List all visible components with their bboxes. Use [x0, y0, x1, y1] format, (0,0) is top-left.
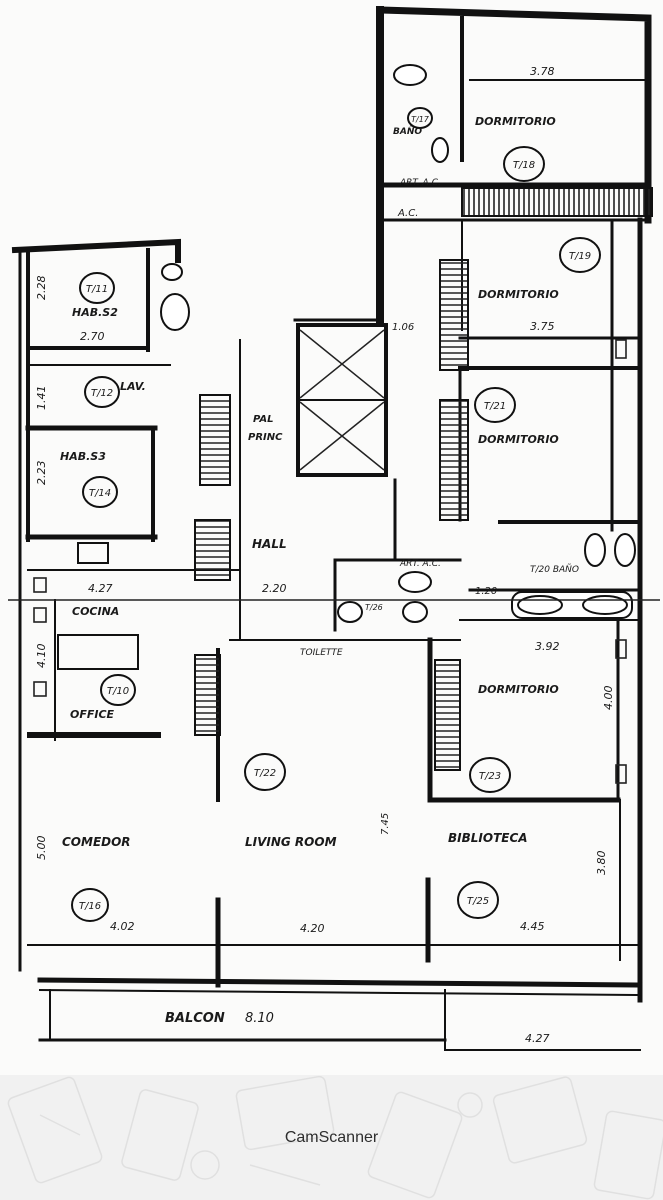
- footer-pattern: [7, 1075, 663, 1200]
- dimension: 2.20: [262, 582, 287, 595]
- walls: [11, 6, 652, 1051]
- room-name: COCINA: [72, 605, 119, 618]
- room-id: T/16: [79, 901, 101, 912]
- room-labels: T/11 HAB.S2 T/12 LAV. T/14 HAB.S3 COCINA…: [60, 107, 601, 1026]
- dimension: 4.27: [525, 1032, 550, 1045]
- room-id: T/12: [91, 388, 113, 399]
- room-name: COMEDOR: [62, 835, 131, 849]
- annotation: T/26: [365, 603, 383, 612]
- brand-label: CamScanner: [284, 1129, 379, 1146]
- dimension: 1.20: [475, 586, 497, 597]
- window-marks: [8, 339, 660, 784]
- dimension: 4.45: [520, 920, 545, 933]
- dimension: 1.06: [392, 322, 414, 333]
- room-name: HALL: [252, 537, 287, 551]
- floor-plan: T/11 HAB.S2 T/12 LAV. T/14 HAB.S3 COCINA…: [8, 6, 660, 1051]
- room-name: DORMITORIO: [478, 433, 559, 446]
- stairs: [194, 187, 653, 771]
- annotations: A.C. ART. A.C. ART. A.C. T/20 BAÑO T/26 …: [300, 178, 579, 658]
- fixtures: [57, 64, 636, 670]
- room-id: T/23: [479, 771, 501, 782]
- room-name: BALCON: [165, 1011, 225, 1026]
- dimension: 8.10: [245, 1011, 274, 1026]
- room-name: DORMITORIO: [475, 115, 556, 128]
- room-id: T/22: [254, 768, 276, 779]
- dimension: 5.00: [35, 836, 48, 861]
- room-name: BIBLIOTECA: [448, 831, 528, 845]
- room-name: HAB.S2: [72, 306, 118, 319]
- room-id: T/17: [411, 115, 430, 124]
- room-id: T/11: [86, 284, 108, 295]
- dimension: 1.41: [35, 386, 48, 411]
- scanner-footer: CamScanner: [0, 1075, 663, 1200]
- annotation: A.C.: [397, 208, 418, 219]
- dimension: 4.10: [35, 644, 48, 669]
- dimension: 3.80: [595, 851, 608, 876]
- room-id: T/19: [569, 251, 591, 262]
- dimension: 4.02: [110, 920, 135, 933]
- dimensions: 3.78 3.75 2.70 2.28 2.23 1.41 4.27 4.10 …: [35, 65, 615, 1045]
- dimension: 3.75: [530, 320, 555, 333]
- annotation: ART. A.C.: [399, 178, 441, 188]
- elevator-shafts: [299, 329, 385, 471]
- dimension: 2.23: [35, 461, 48, 486]
- room-name: BAÑO: [393, 126, 422, 137]
- room-name: HAB.S3: [60, 450, 106, 463]
- dimension: 4.20: [300, 922, 325, 935]
- room-id: T/21: [484, 401, 506, 412]
- room-name: OFFICE: [70, 708, 115, 721]
- dimension: 3.78: [530, 65, 555, 78]
- room-id: T/10: [107, 686, 129, 697]
- room-id: T/18: [513, 160, 535, 171]
- dimension: 3.92: [535, 640, 560, 653]
- room-name: DORMITORIO: [478, 683, 559, 696]
- annotation: TOILETTE: [300, 648, 343, 658]
- dimension: 4.00: [602, 686, 615, 711]
- dimension: 2.28: [35, 276, 48, 301]
- room-name: DORMITORIO: [478, 288, 559, 301]
- room-id: T/14: [89, 488, 111, 499]
- dimension: 2.70: [80, 330, 105, 343]
- annotation: ART. A.C.: [399, 559, 441, 569]
- room-name: LAV.: [120, 380, 146, 393]
- room-name: PAL: [253, 414, 274, 425]
- room-name: PRINC: [248, 432, 283, 443]
- room-name: LIVING ROOM: [245, 835, 337, 849]
- dimension: 7.45: [380, 813, 391, 835]
- room-id: T/25: [467, 896, 489, 907]
- floor-plan-area: T/11 HAB.S2 T/12 LAV. T/14 HAB.S3 COCINA…: [8, 6, 660, 1051]
- dimension: 4.27: [88, 582, 113, 595]
- annotation: T/20 BAÑO: [530, 564, 579, 575]
